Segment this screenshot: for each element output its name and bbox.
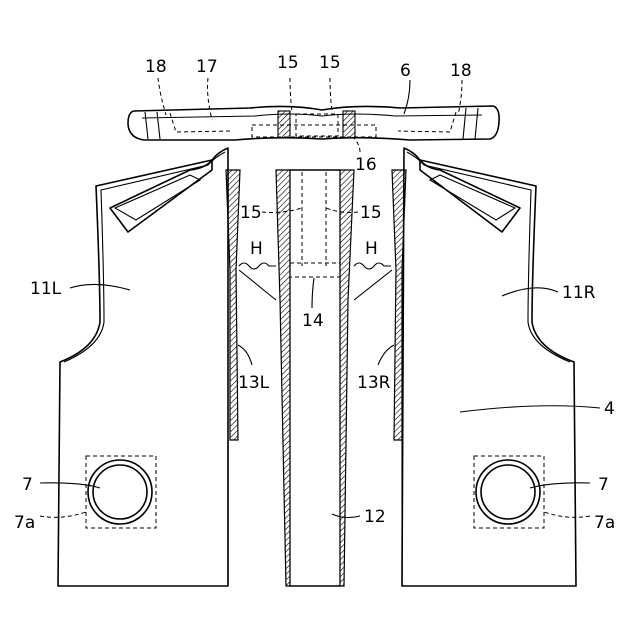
hinge-right — [354, 263, 391, 269]
label-H-right: H — [365, 239, 378, 259]
label-6: 6 — [400, 61, 411, 81]
label-13L: 13L — [238, 373, 270, 393]
left-fan-unit — [86, 456, 156, 528]
label-12: 12 — [364, 507, 386, 527]
right-fan-outer-ring — [476, 460, 540, 524]
label-13R: 13R — [357, 373, 391, 393]
label-15-b: 15 — [319, 53, 341, 73]
label-15-d: 15 — [360, 203, 382, 223]
label-11L: 11L — [30, 279, 62, 299]
right-fan-inner-ring — [481, 465, 535, 519]
label-4: 4 — [604, 399, 615, 419]
leader-lines — [40, 78, 600, 518]
collar-pocket-16 — [252, 125, 376, 137]
label-7a-left: 7a — [14, 513, 35, 533]
collar — [128, 106, 499, 140]
label-16: 16 — [355, 155, 377, 175]
left-fan-outer-ring — [88, 460, 152, 524]
label-15-a: 15 — [277, 53, 299, 73]
label-11R: 11R — [562, 283, 596, 303]
right-fan-mount-7a — [474, 456, 544, 528]
label-7-right: 7 — [598, 475, 609, 495]
label-15-c: 15 — [240, 203, 262, 223]
placket-tape-left — [276, 170, 290, 586]
center-placket — [276, 170, 354, 586]
placket-pocket-14 — [290, 263, 340, 277]
left-fan-mount-7a — [86, 456, 156, 528]
left-front-panel — [58, 148, 240, 586]
left-fan-inner-ring — [93, 465, 147, 519]
label-7-left: 7 — [22, 475, 33, 495]
label-7a-right: 7a — [594, 513, 615, 533]
label-17: 17 — [196, 57, 218, 77]
placket-tape-right — [340, 170, 354, 586]
label-18-left: 18 — [145, 57, 167, 77]
label-H-left: H — [250, 239, 263, 259]
right-front-panel — [392, 148, 576, 586]
hinge-left — [239, 263, 276, 269]
label-18-right: 18 — [450, 61, 472, 81]
right-fan-unit — [474, 456, 544, 528]
label-14: 14 — [302, 311, 324, 331]
